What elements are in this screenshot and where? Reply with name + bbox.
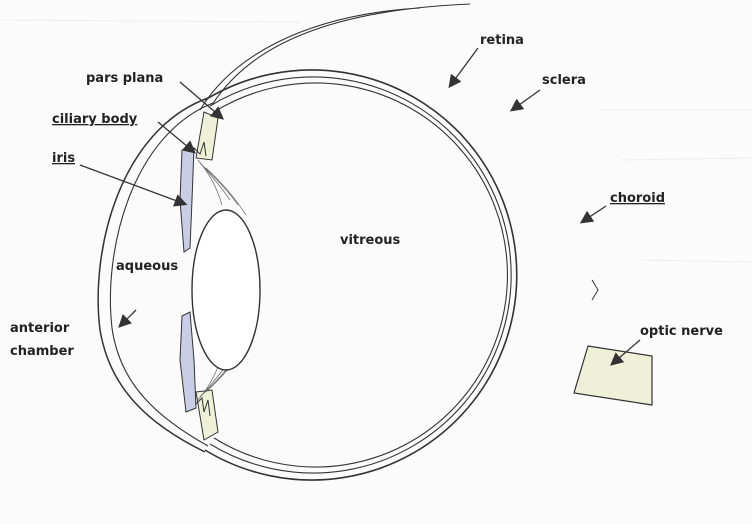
background-texture (0, 20, 752, 262)
label-arrows (80, 48, 640, 364)
label-aqueous: aqueous (116, 259, 178, 274)
optic-disc-notch (592, 280, 598, 300)
label-chamber: chamber (10, 344, 74, 359)
label-pars-plana: pars plana (86, 71, 163, 86)
iris-upper (180, 148, 194, 252)
label-sclera: sclera (542, 73, 586, 88)
conjunctiva-lines (200, 4, 470, 110)
label-anterior: anterior (10, 321, 70, 336)
arrow-anterior-chamber (120, 310, 136, 326)
label-vitreous: vitreous (340, 233, 401, 248)
label-retina: retina (480, 33, 524, 48)
lens (192, 210, 260, 370)
arrow-retina (450, 48, 478, 86)
label-ciliary-body: ciliary body (52, 112, 138, 127)
pars-plana-tissue-lower (196, 390, 218, 440)
iris-lower (180, 312, 196, 412)
arrow-choroid (582, 206, 606, 222)
arrow-iris (80, 165, 185, 204)
optic-nerve-shape (574, 346, 652, 405)
arrow-sclera (512, 90, 540, 110)
label-choroid: choroid (610, 191, 665, 206)
label-optic-nerve: optic nerve (640, 324, 723, 339)
label-iris: iris (52, 151, 75, 166)
